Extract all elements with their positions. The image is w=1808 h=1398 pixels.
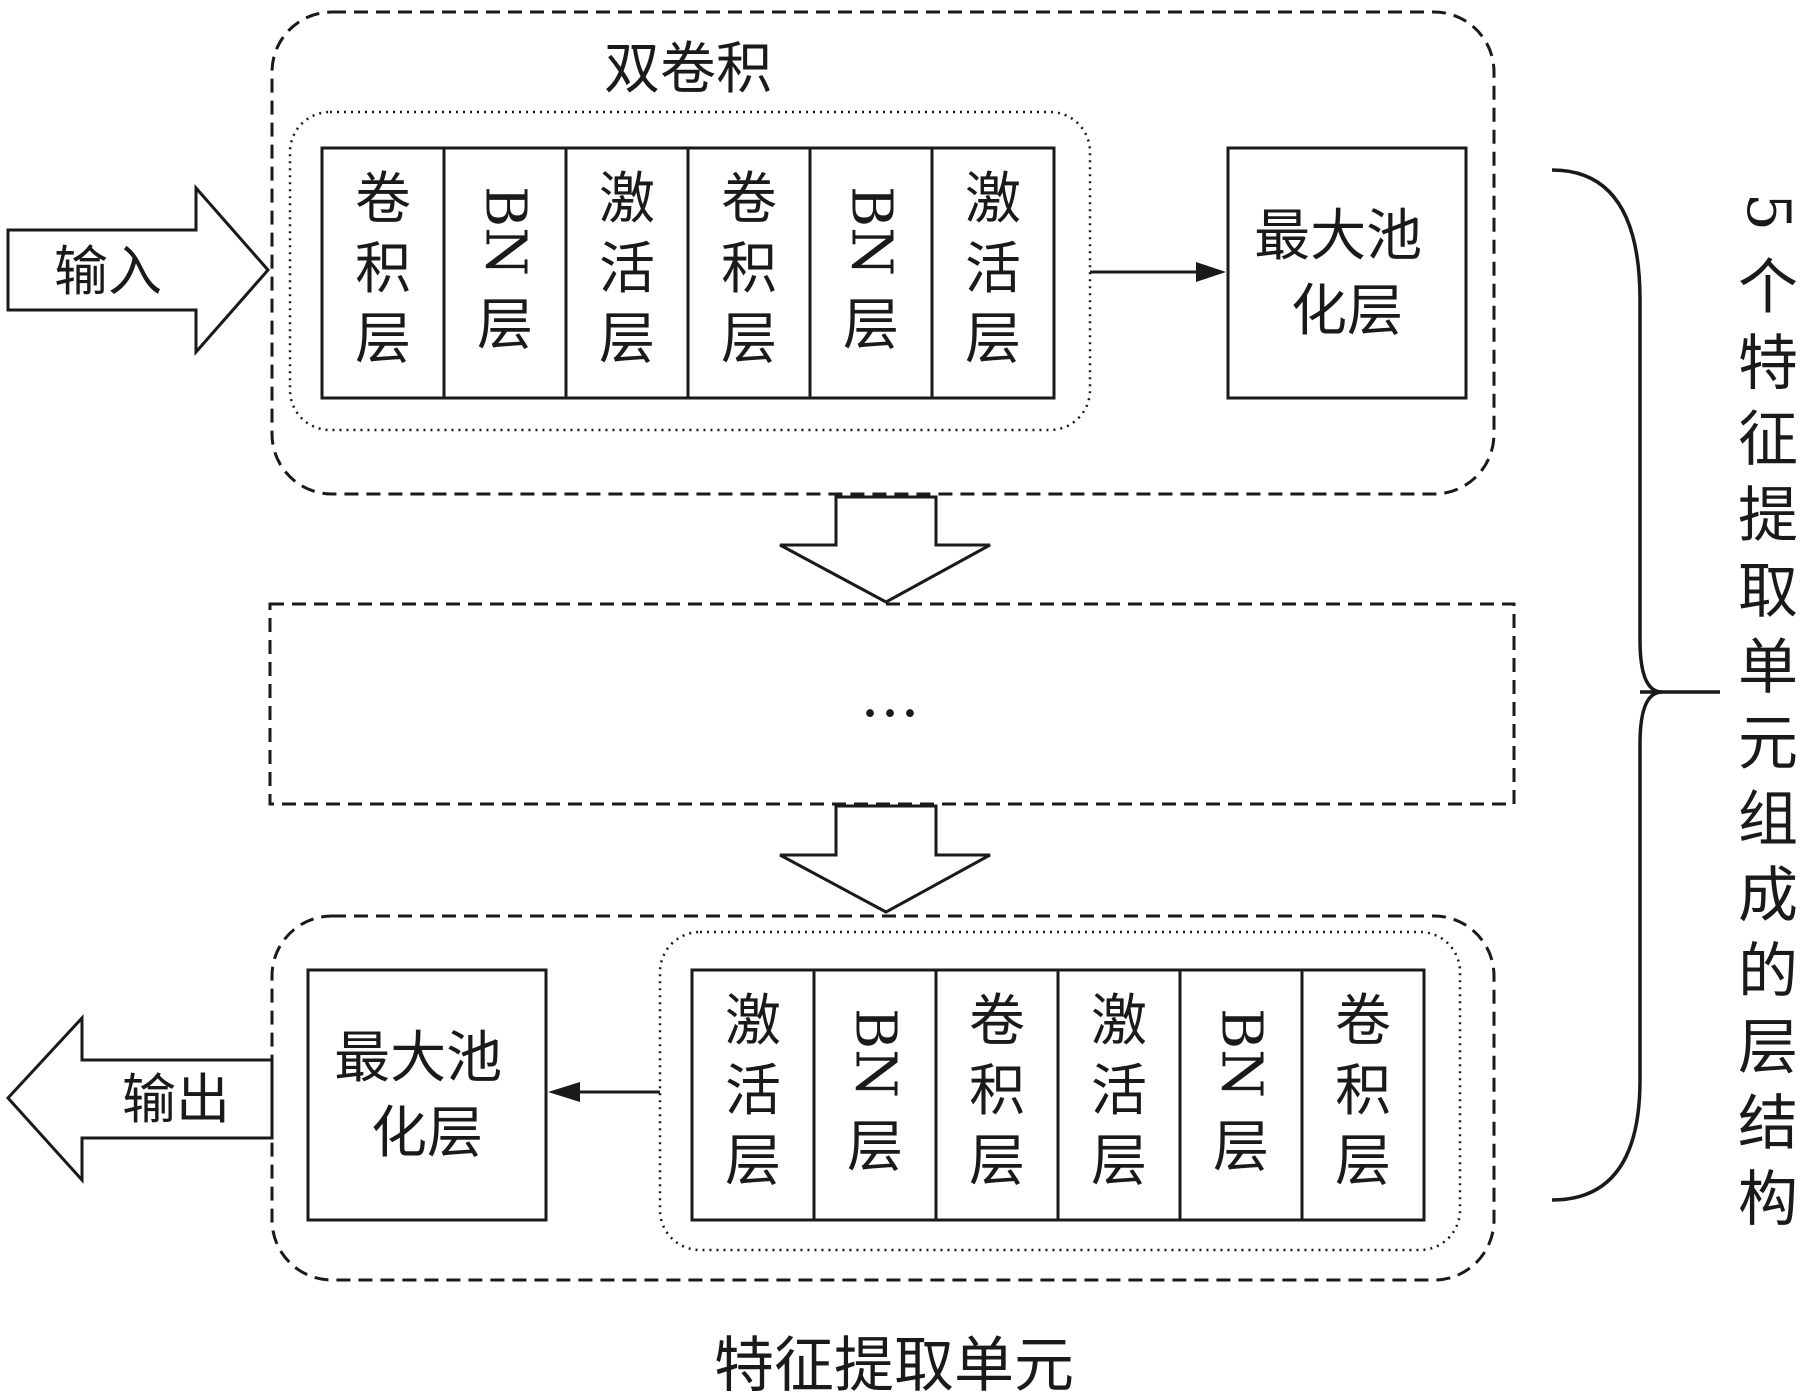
top-layer-box-0 bbox=[320, 146, 446, 400]
bottom-layer-text-5-1: 积 bbox=[1335, 1059, 1391, 1124]
bottom-layer-text-0-2: 层 bbox=[725, 1129, 781, 1194]
bottom-layer-box-0 bbox=[690, 968, 816, 1222]
top-layer-box-4 bbox=[808, 146, 934, 400]
bottom-unit-frame bbox=[270, 914, 1496, 1282]
top-layer-text-4-0: BN bbox=[839, 186, 904, 276]
bottom-layer-box-1 bbox=[812, 968, 938, 1222]
top-layer-text-2-2: 层 bbox=[599, 307, 655, 372]
top-unit-frame bbox=[270, 10, 1496, 496]
top-layer-text-1-0: BN bbox=[473, 186, 538, 276]
top-layer-text-0-1: 积 bbox=[355, 237, 411, 302]
top-layer-text-1-1: 层 bbox=[477, 293, 533, 358]
bottom-double-conv-group bbox=[658, 930, 1462, 1252]
top-layer-text-3-0: 卷 bbox=[721, 167, 777, 232]
bottom-pool-box bbox=[306, 968, 548, 1222]
right-brace bbox=[1551, 168, 1663, 1202]
top-layer-box-1 bbox=[442, 146, 568, 400]
bottom-layer-text-4-0: BN bbox=[1209, 1008, 1274, 1098]
input-label: 输入 bbox=[54, 240, 162, 303]
bottom-layer-box-4 bbox=[1178, 968, 1304, 1222]
side-label-char-5: 取 bbox=[1738, 557, 1798, 627]
side-label-char-1: 个 bbox=[1738, 253, 1798, 323]
bottom-layer-text-2-2: 层 bbox=[969, 1129, 1025, 1194]
top-double-conv-group bbox=[288, 110, 1092, 432]
output-arrow bbox=[5, 1014, 274, 1184]
top-layer-text-2-0: 激 bbox=[599, 167, 655, 232]
top-layer-box-5 bbox=[930, 146, 1056, 400]
bottom-layer-text-3-1: 活 bbox=[1091, 1059, 1147, 1124]
top-layer-box-3 bbox=[686, 146, 812, 400]
side-label-char-2: 特 bbox=[1738, 329, 1798, 399]
top-arrow-head bbox=[1196, 262, 1226, 282]
top-pool-label: 最大池 化层 bbox=[1254, 204, 1440, 344]
side-label-char-8: 组 bbox=[1738, 785, 1798, 855]
top-layer-text-2-1: 活 bbox=[599, 237, 655, 302]
bottom-layer-box-2 bbox=[934, 968, 1060, 1222]
bottom-layer-text-2-0: 卷 bbox=[969, 989, 1025, 1054]
bottom-layer-text-0-1: 活 bbox=[725, 1059, 781, 1124]
bottom-layer-text-2-1: 积 bbox=[969, 1059, 1025, 1124]
top-layer-text-5-2: 层 bbox=[965, 307, 1021, 372]
bottom-layer-text-5-2: 层 bbox=[1335, 1129, 1391, 1194]
bottom-pool-label: 最大池 化层 bbox=[334, 1026, 520, 1166]
top-layer-text-5-0: 激 bbox=[965, 167, 1021, 232]
output-label: 输出 bbox=[122, 1068, 230, 1131]
bottom-layer-text-1-1: 层 bbox=[847, 1115, 903, 1180]
side-label-char-10: 的 bbox=[1738, 937, 1798, 1007]
side-label-char-9: 成 bbox=[1738, 861, 1798, 931]
bottom-layer-box-5 bbox=[1300, 968, 1426, 1222]
side-label-char-11: 层 bbox=[1738, 1013, 1798, 1083]
bottom-layer-text-3-0: 激 bbox=[1091, 989, 1147, 1054]
bottom-arrow-head bbox=[548, 1082, 580, 1102]
middle-units-frame bbox=[268, 602, 1516, 806]
side-label-char-7: 元 bbox=[1738, 709, 1798, 779]
top-layer-text-0-2: 层 bbox=[355, 307, 411, 372]
top-layer-text-0-0: 卷 bbox=[355, 167, 411, 232]
bottom-layer-text-3-2: 层 bbox=[1091, 1129, 1147, 1194]
side-label-char-13: 构 bbox=[1738, 1165, 1798, 1235]
side-label-char-4: 提 bbox=[1738, 481, 1798, 551]
side-label-char-6: 单 bbox=[1738, 633, 1798, 703]
ellipsis: … bbox=[860, 661, 920, 731]
bottom-layer-text-1-0: BN bbox=[843, 1008, 908, 1098]
feature-unit-caption: 特征提取单元 bbox=[714, 1331, 1074, 1398]
side-label-char-12: 结 bbox=[1738, 1089, 1798, 1159]
top-pool-box bbox=[1226, 146, 1468, 400]
top-layer-text-3-1: 积 bbox=[721, 237, 777, 302]
bottom-layer-text-4-1: 层 bbox=[1213, 1115, 1269, 1180]
side-label-char-3: 征 bbox=[1738, 405, 1798, 475]
double-conv-title: 双卷积 bbox=[604, 37, 772, 102]
down-arrow-1 bbox=[779, 495, 991, 604]
bottom-layer-text-5-0: 卷 bbox=[1335, 989, 1391, 1054]
top-layer-text-5-1: 活 bbox=[965, 237, 1021, 302]
input-arrow bbox=[6, 184, 270, 356]
top-layer-text-3-2: 层 bbox=[721, 307, 777, 372]
top-layer-text-4-1: 层 bbox=[843, 293, 899, 358]
side-label-char-0: 5 bbox=[1733, 193, 1803, 231]
bottom-layer-box-3 bbox=[1056, 968, 1182, 1222]
bottom-layer-text-0-0: 激 bbox=[725, 989, 781, 1054]
down-arrow-2 bbox=[779, 804, 991, 914]
